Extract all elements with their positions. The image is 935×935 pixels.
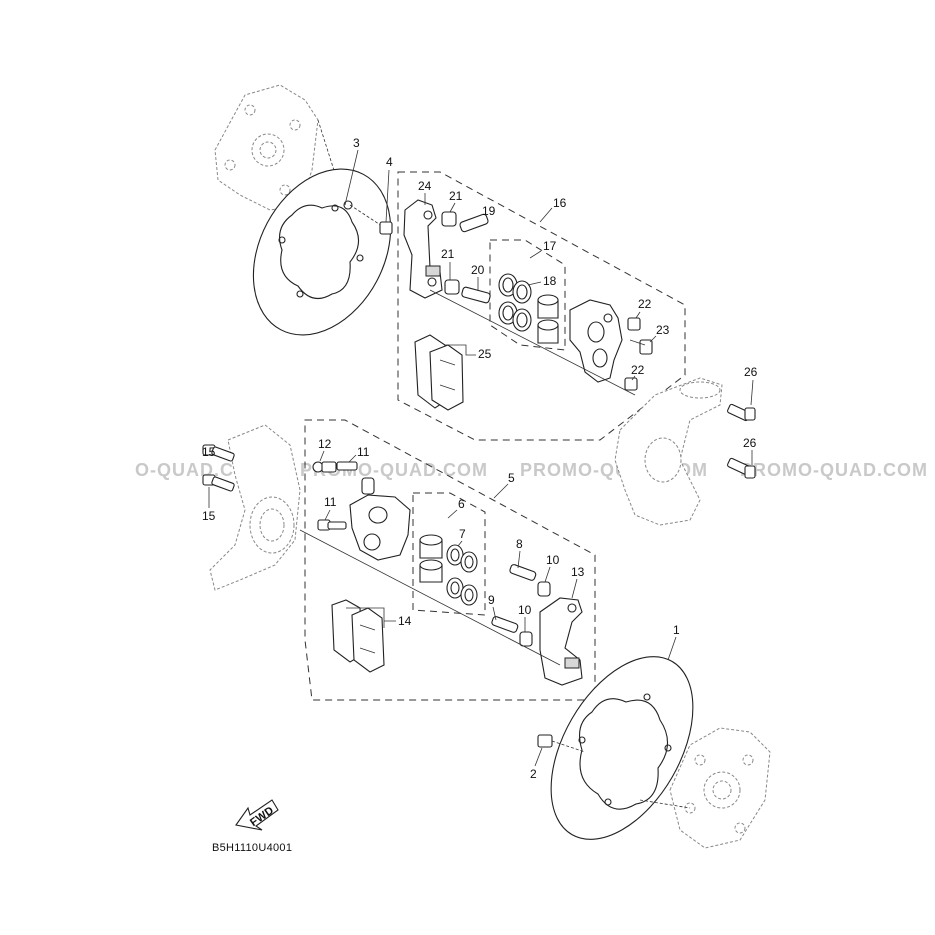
label-4: 4 xyxy=(386,155,393,169)
label-26-top: 26 xyxy=(744,365,758,379)
upper-right-knuckle xyxy=(614,377,723,526)
label-14: 14 xyxy=(398,614,412,628)
lower-left-knuckle xyxy=(209,424,301,591)
label-21-bottom: 21 xyxy=(441,247,455,261)
watermark-text-1: O-QUAD.COM xyxy=(135,460,265,480)
label-9: 9 xyxy=(488,593,495,607)
lower-axis-line xyxy=(299,529,561,666)
label-15-bottom: 15 xyxy=(202,509,216,523)
lower-hub xyxy=(639,727,771,849)
label-26-bottom: 26 xyxy=(743,436,757,450)
label-22-bottom: 22 xyxy=(631,363,645,377)
pin-9 xyxy=(491,616,519,633)
label-25: 25 xyxy=(478,347,492,361)
lower-caliper-bracket xyxy=(539,597,583,686)
label-1: 1 xyxy=(673,623,680,637)
label-21-top: 21 xyxy=(449,189,463,203)
pistons-upper xyxy=(537,294,559,344)
label-11-top: 11 xyxy=(357,445,370,459)
bleeder-23 xyxy=(629,339,653,355)
bolt-4 xyxy=(349,169,393,235)
lower-caliper-body xyxy=(349,477,411,561)
label-6: 6 xyxy=(458,497,465,511)
label-23: 23 xyxy=(656,323,670,337)
watermark-text-4: PROMO-QUAD.COM xyxy=(740,460,928,480)
label-8: 8 xyxy=(516,537,523,551)
label-15-top: 15 xyxy=(202,445,216,459)
diagram-code: B5H1110U4001 xyxy=(212,842,292,854)
bolt-2 xyxy=(537,734,586,753)
label-11-bottom: 11 xyxy=(324,495,337,509)
label-22-top: 22 xyxy=(638,297,652,311)
bolts-26 xyxy=(727,403,756,479)
label-13: 13 xyxy=(571,565,585,579)
upper-caliper-bracket xyxy=(403,199,443,299)
seals-18 xyxy=(498,273,532,332)
bolt-12 xyxy=(312,461,337,473)
upper-brake-pads xyxy=(414,334,464,411)
lower-brake-disc xyxy=(550,656,694,840)
upper-axis-line xyxy=(429,289,636,396)
bolts-15 xyxy=(202,444,235,492)
label-3: 3 xyxy=(353,136,360,150)
label-7: 7 xyxy=(459,527,466,541)
pin-20 xyxy=(461,286,491,304)
part-labels: 3 4 24 21 19 16 17 21 20 18 22 23 22 xyxy=(202,136,758,781)
label-17: 17 xyxy=(543,239,557,253)
boot-21-upper xyxy=(441,211,460,295)
label-20: 20 xyxy=(471,263,485,277)
boots-10 xyxy=(519,581,551,647)
upper-hub xyxy=(214,84,346,211)
label-24: 24 xyxy=(418,179,432,193)
lower-seal-kit-box xyxy=(412,492,486,616)
pin-8 xyxy=(509,564,537,581)
lower-brake-pads xyxy=(331,599,385,673)
upper-brake-disc xyxy=(252,168,392,336)
label-5: 5 xyxy=(508,471,515,485)
label-10-top: 10 xyxy=(546,553,560,567)
label-16: 16 xyxy=(553,196,567,210)
forward-direction-arrow: FWD xyxy=(235,799,279,831)
label-10-bottom: 10 xyxy=(518,603,532,617)
bolts-22 xyxy=(624,317,641,391)
upper-caliper-body xyxy=(569,299,623,383)
pistons-lower xyxy=(419,534,443,583)
label-12: 12 xyxy=(318,437,332,451)
bolts-11 xyxy=(317,461,358,531)
label-2: 2 xyxy=(530,767,537,781)
label-18: 18 xyxy=(543,274,557,288)
pin-19 xyxy=(459,213,489,233)
seals-7 xyxy=(446,544,478,606)
label-19: 19 xyxy=(482,204,496,218)
